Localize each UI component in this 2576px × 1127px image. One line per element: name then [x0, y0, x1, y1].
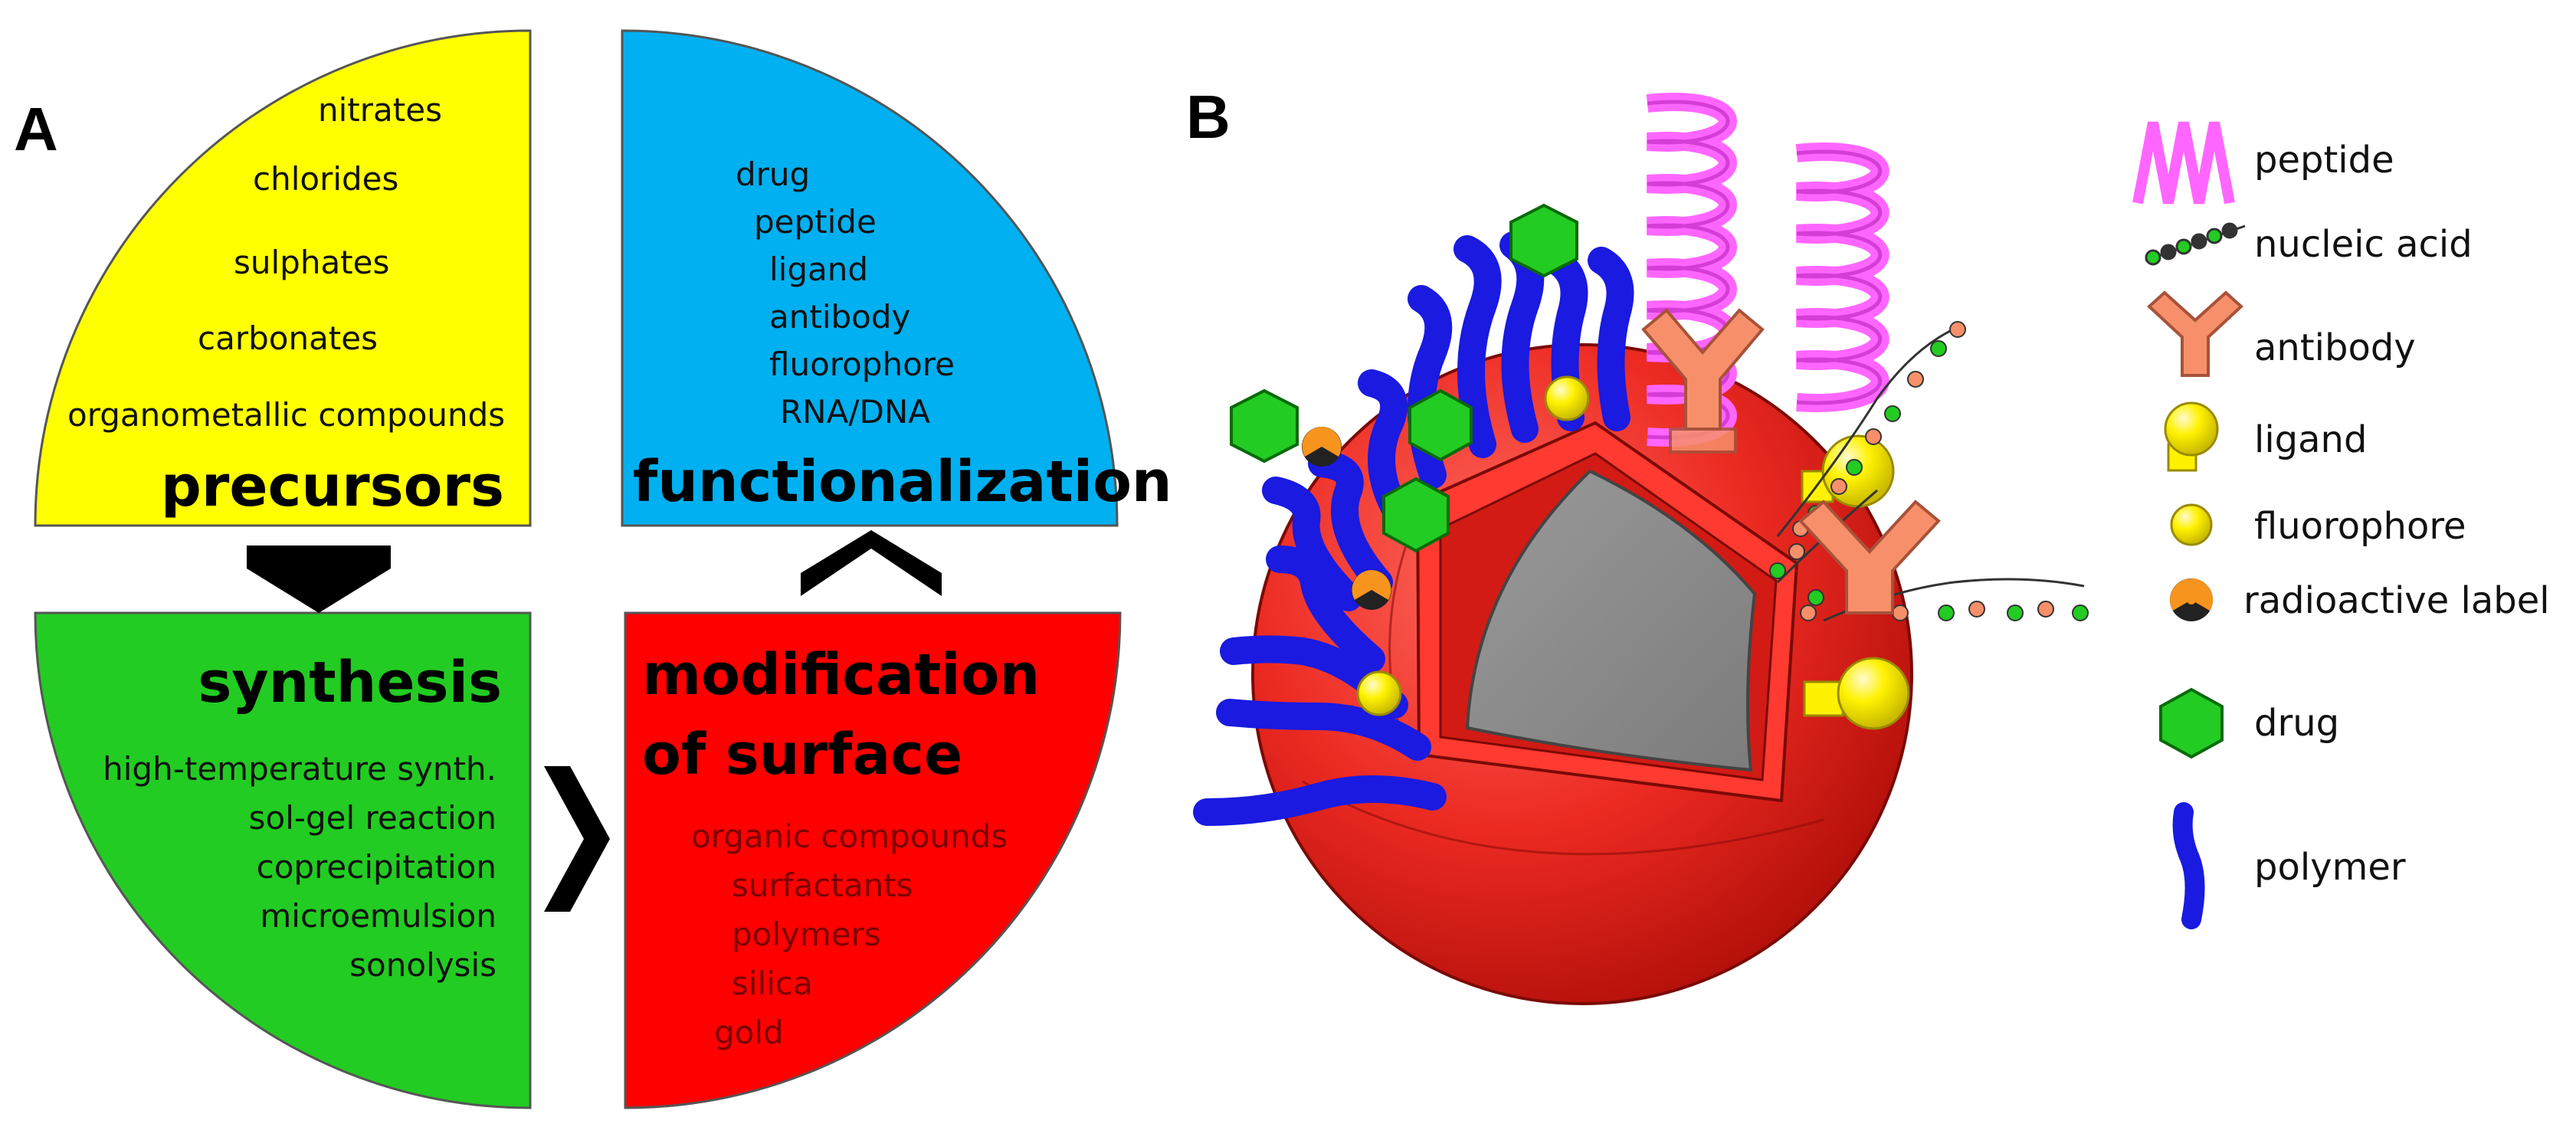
modification-title-line-2: of surface [642, 722, 962, 788]
legend-label-ligand: ligand [2254, 418, 2367, 461]
synthesis-item-4: microemulsion [260, 897, 497, 935]
precursor-item-5: organometallic compounds [67, 396, 505, 434]
legend-drug-icon [2159, 687, 2224, 759]
synthesis-item-2: sol-gel reaction [249, 799, 497, 837]
legend-label-radioactive-label: radioactive label [2243, 579, 2550, 622]
synthesis-quadrant: synthesis high-temperature synth. sol-ge… [34, 611, 532, 1109]
radioactive-labels [1302, 427, 1391, 610]
arrow-right-icon [544, 766, 610, 912]
modification-item-3: polymers [732, 916, 881, 953]
functionalization-quadrant: drug peptide ligand antibody fluorophore… [621, 29, 1172, 527]
precursor-item-4: carbonates [198, 319, 378, 357]
precursors-quadrant: nitrates chlorides sulphates carbonates … [34, 29, 532, 527]
synthesis-item-3: coprecipitation [257, 848, 497, 886]
legend-label-polymer: polymer [2254, 846, 2406, 889]
legend-fluorophore-icon [2170, 503, 2213, 546]
functionalization-item-2: peptide [754, 203, 877, 241]
functionalization-item-1: drug [736, 156, 810, 193]
fluorophores-on-particle [1356, 375, 1590, 716]
arrow-up-icon [801, 530, 942, 596]
panel-label-b: B [1186, 83, 1231, 151]
precursors-shape [34, 29, 532, 527]
functionalization-item-4: antibody [769, 298, 910, 336]
modification-item-5: gold [714, 1014, 784, 1051]
legend-label-antibody: antibody [2254, 326, 2416, 369]
panel-label-a: A [14, 95, 58, 163]
synthesis-title: synthesis [198, 650, 502, 716]
modification-item-2: surfactants [732, 867, 913, 904]
legend-radioactive-label-icon [2170, 578, 2213, 621]
legend-nucleic-acid-icon [2145, 222, 2246, 266]
peptide-helices [1646, 93, 1889, 447]
legend-ligand-icon [2164, 401, 2219, 472]
modification-quadrant: modification of surface organic compound… [624, 611, 1122, 1109]
legend-label-peptide: peptide [2254, 139, 2394, 182]
functionalization-title: functionalization [633, 449, 1172, 515]
legend-peptide-icon [2132, 121, 2235, 205]
precursor-item-1: nitrates [318, 91, 442, 129]
antibodies-on-particle [1641, 308, 1941, 614]
synthesis-shape [34, 611, 532, 1109]
nanoparticle-core [1465, 469, 1757, 772]
precursor-item-3: sulphates [234, 244, 389, 281]
legend-label-nucleic-acid: nucleic acid [2254, 223, 2473, 266]
functionalization-item-6: RNA/DNA [780, 393, 930, 431]
functionalization-shape [621, 29, 1119, 527]
synthesis-item-5: sonolysis [349, 946, 497, 984]
synthesis-item-1: high-temperature synth. [103, 750, 497, 788]
legend-label-fluorophore: fluorophore [2254, 505, 2466, 548]
drug-molecules [1230, 203, 1578, 553]
arrow-down-icon [247, 545, 391, 613]
modification-item-4: silica [732, 965, 813, 1002]
modification-item-1: organic compounds [691, 817, 1008, 855]
legend-label-drug: drug [2254, 702, 2339, 745]
precursors-title: precursors [161, 454, 504, 519]
modification-shape [624, 611, 1122, 1109]
modification-title-line-1: modification [642, 642, 1040, 708]
legend-polymer-icon [2172, 802, 2205, 929]
legend-antibody-icon [2147, 290, 2243, 377]
functionalization-item-3: ligand [769, 251, 868, 288]
functionalization-item-5: fluorophore [769, 346, 955, 383]
precursor-item-2: chlorides [253, 160, 398, 198]
legend: peptide nucleic acid antibody ligand flu… [2132, 121, 2550, 929]
